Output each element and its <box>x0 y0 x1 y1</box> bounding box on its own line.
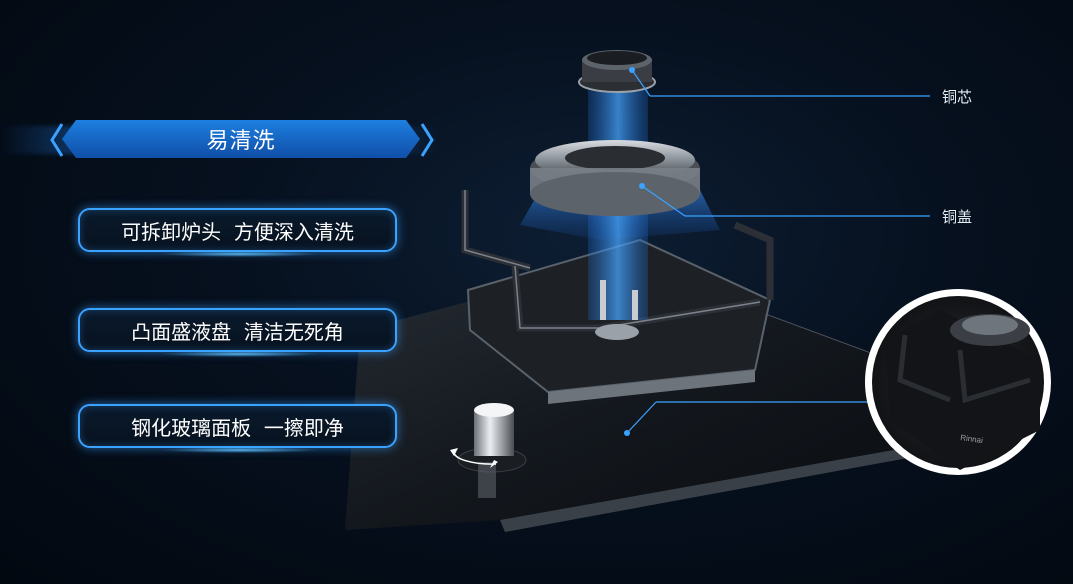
inset-brand-text: Rinnai <box>960 433 984 445</box>
rotate-arrows-icon <box>450 448 498 468</box>
right-bracket-icon <box>420 123 434 157</box>
pill-glow <box>160 351 320 357</box>
feature-pill-tempered-glass: 钢化玻璃面板 一擦即净 <box>80 406 395 446</box>
section-heading: 易清洗 <box>0 118 440 162</box>
left-bracket-icon <box>50 123 64 157</box>
feature-pill-convex-tray: 凸面盛液盘 清洁无死角 <box>80 310 395 350</box>
heading-title: 易清洗 <box>62 120 420 158</box>
feature-pill-removable-burner: 可拆卸炉头 方便深入清洗 <box>80 210 395 250</box>
pill-glow <box>160 447 320 453</box>
callout-copper-core: 铜芯 <box>942 88 973 106</box>
pill-glow <box>160 251 320 257</box>
callout-copper-cap: 铜盖 <box>942 208 973 226</box>
